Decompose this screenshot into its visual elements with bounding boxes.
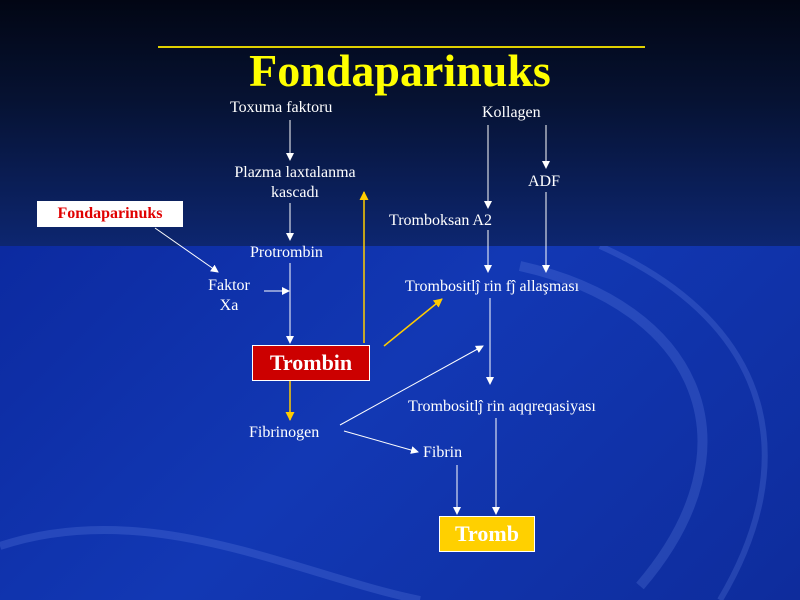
title-underline (158, 46, 645, 48)
arrow-fonda-faktor (154, 227, 219, 273)
node-fibrinogen: Fibrinogen (249, 424, 320, 441)
fondaparinuks-box: Fondaparinuks (37, 201, 183, 227)
trombin-box: Trombin (252, 345, 370, 381)
node-tromboksan: Tromboksan A2 (389, 212, 492, 229)
node-faktor-line1: Faktor (208, 277, 250, 294)
node-kollagen: Kollagen (482, 104, 541, 121)
page-title: Fondaparinuks (249, 45, 551, 96)
arrow-fibrinogen-aggregation (339, 345, 484, 426)
tromb-box: Tromb (439, 516, 535, 552)
node-platelet-activation: Trombositlĵ rin fĵ allaşması (405, 278, 580, 295)
node-platelet-aggregation: Trombositlĵ rin aqqreqasiyası (408, 398, 596, 415)
node-faktor-line2: Xa (219, 297, 239, 314)
node-protrombin: Protrombin (250, 244, 323, 261)
background-bottom (0, 246, 800, 600)
node-plazma-line1: Plazma laxtalanma (234, 164, 356, 181)
arrow-trombin-activation (383, 298, 443, 347)
node-toxuma-faktoru: Toxuma faktoru (230, 99, 333, 116)
node-plazma-line2: kascadı (271, 184, 319, 201)
node-adf: ADF (528, 173, 561, 190)
node-fibrin: Fibrin (423, 444, 463, 461)
background-swirl (0, 246, 768, 600)
arrow-fibrinogen-fibrin (343, 430, 419, 454)
